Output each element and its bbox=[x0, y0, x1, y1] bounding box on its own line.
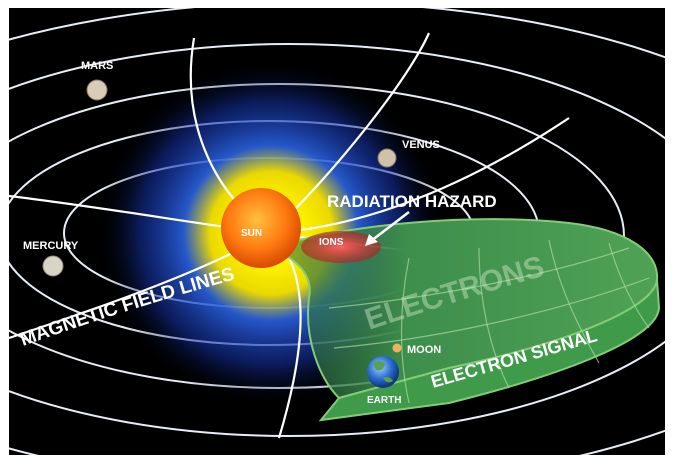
electron-sheet-grid bbox=[328, 239, 650, 404]
moon-label: MOON bbox=[407, 344, 441, 356]
venus-planet bbox=[377, 148, 397, 168]
radiation-arrow bbox=[365, 211, 410, 246]
ion-cloud bbox=[301, 231, 381, 263]
sun bbox=[221, 188, 301, 268]
mars-label: MARS bbox=[81, 60, 113, 72]
moon-body bbox=[392, 343, 402, 353]
ions-label: IONS bbox=[319, 237, 344, 248]
radiation-hazard-label: RADIATION HAZARD bbox=[327, 192, 497, 211]
venus-label: VENUS bbox=[402, 139, 440, 151]
sun-label: SUN bbox=[241, 228, 262, 239]
diagram-frame: MARS VENUS MERCURY SUN IONS RADIATION HA… bbox=[9, 8, 665, 455]
earth-label: EARTH bbox=[367, 395, 401, 406]
solar-system-diagram: MARS VENUS MERCURY SUN IONS RADIATION HA… bbox=[9, 8, 665, 455]
mercury-label: MERCURY bbox=[23, 240, 79, 252]
earth-planet bbox=[367, 356, 399, 388]
mercury-planet bbox=[42, 255, 64, 277]
mars-planet bbox=[86, 79, 108, 101]
earth-landmass bbox=[373, 361, 393, 383]
